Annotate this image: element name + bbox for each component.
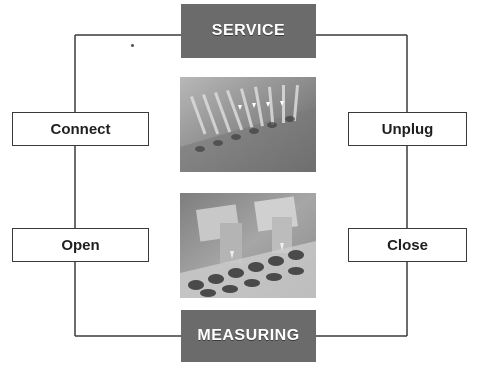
- speck-mark: [131, 44, 134, 47]
- close-step-box: Close: [348, 228, 467, 262]
- connect-step-label: Connect: [50, 120, 111, 138]
- open-step-box: Open: [12, 228, 149, 262]
- service-state-box: SERVICE: [181, 4, 316, 58]
- open-step-label: Open: [61, 236, 100, 254]
- connect-step-box: Connect: [12, 112, 149, 146]
- close-step-label: Close: [387, 236, 428, 254]
- service-state-label: SERVICE: [211, 22, 286, 39]
- connector-sockets-photo: [180, 193, 316, 298]
- measuring-state-box: MEASURING: [181, 310, 316, 362]
- unplug-step-label: Unplug: [381, 120, 434, 138]
- unplug-step-box: Unplug: [348, 112, 467, 146]
- connector-pins-photo: [180, 77, 316, 172]
- measuring-state-label: MEASURING: [197, 327, 300, 344]
